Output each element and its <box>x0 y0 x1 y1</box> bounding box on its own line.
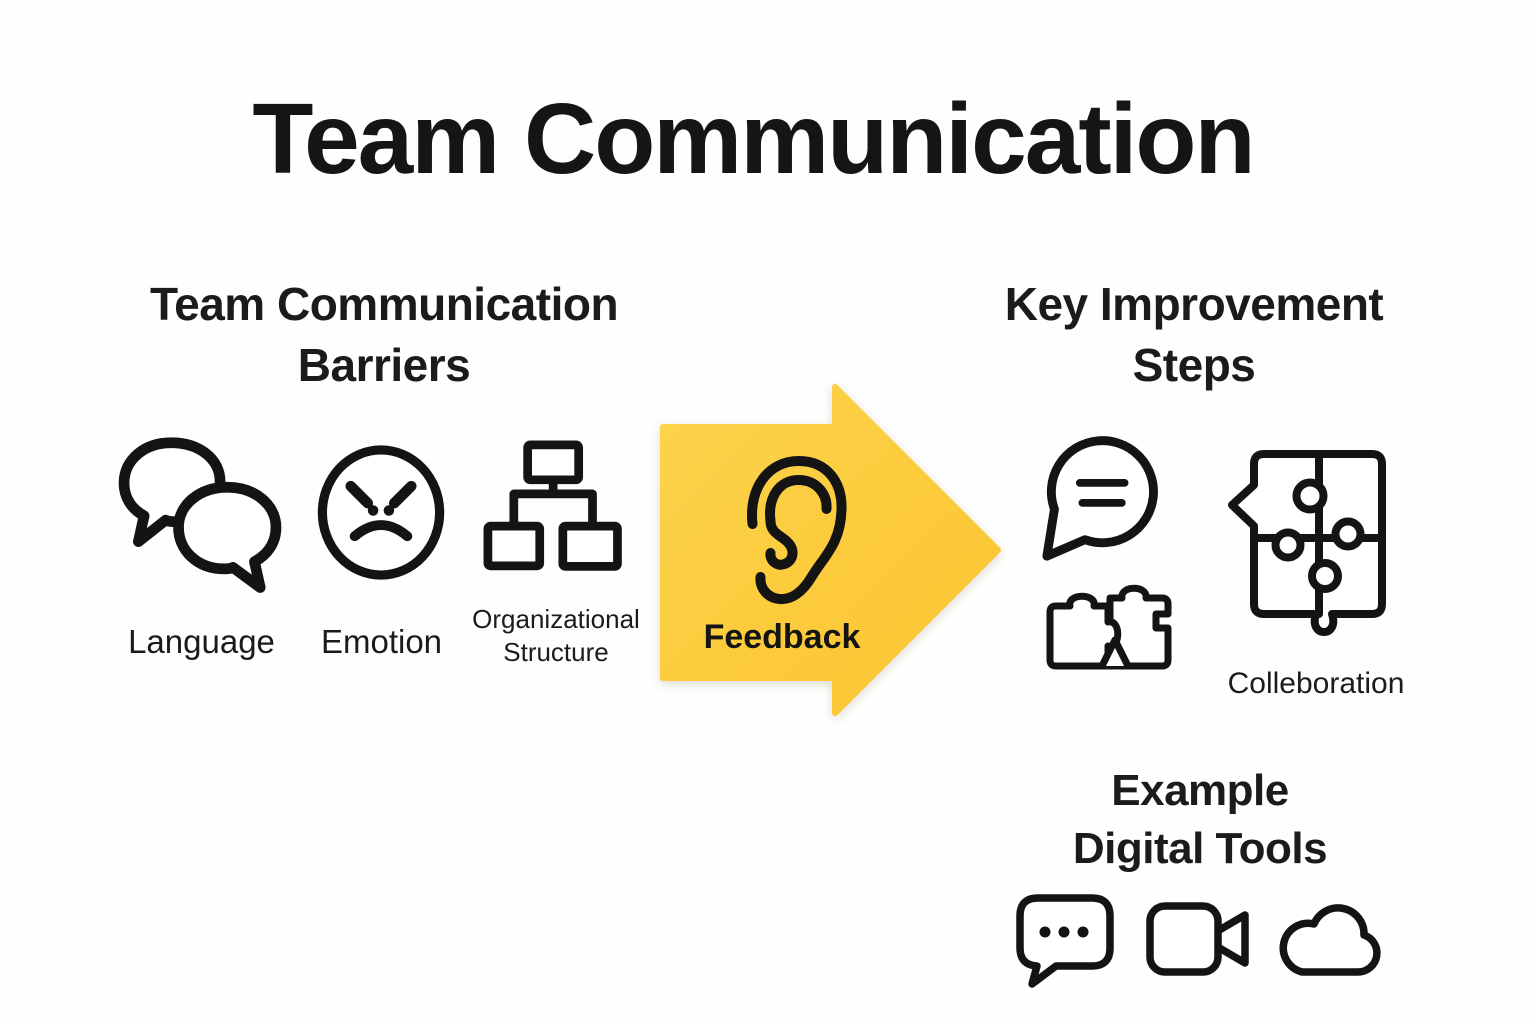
video-camera-icon <box>1146 902 1249 976</box>
cloud-icon <box>1279 904 1381 976</box>
barriers-heading: Team Communication Barriers <box>149 278 619 391</box>
emotion-label: Emotion <box>320 623 443 660</box>
ear-icon <box>747 455 847 605</box>
feedback-label: Feedback <box>703 618 861 656</box>
language-label: Language <box>128 623 275 660</box>
improvements-heading: Key Improvement Steps <box>1004 278 1384 391</box>
collaboration-label: Colleboration <box>1227 667 1405 700</box>
chat-dots-icon <box>1016 894 1114 988</box>
org-chart-icon <box>483 440 622 571</box>
puzzle-grid-icon <box>1228 450 1386 636</box>
chat-message-icon <box>1042 436 1158 561</box>
speech-bubbles-icon <box>118 437 282 593</box>
angry-face-icon <box>317 445 445 580</box>
org-structure-label: Organizational Structure <box>472 604 640 667</box>
page-title: Team Communication <box>252 83 1255 195</box>
digital-tools-heading: Example Digital Tools <box>1072 766 1328 874</box>
puzzle-pieces-icon <box>1046 584 1172 670</box>
